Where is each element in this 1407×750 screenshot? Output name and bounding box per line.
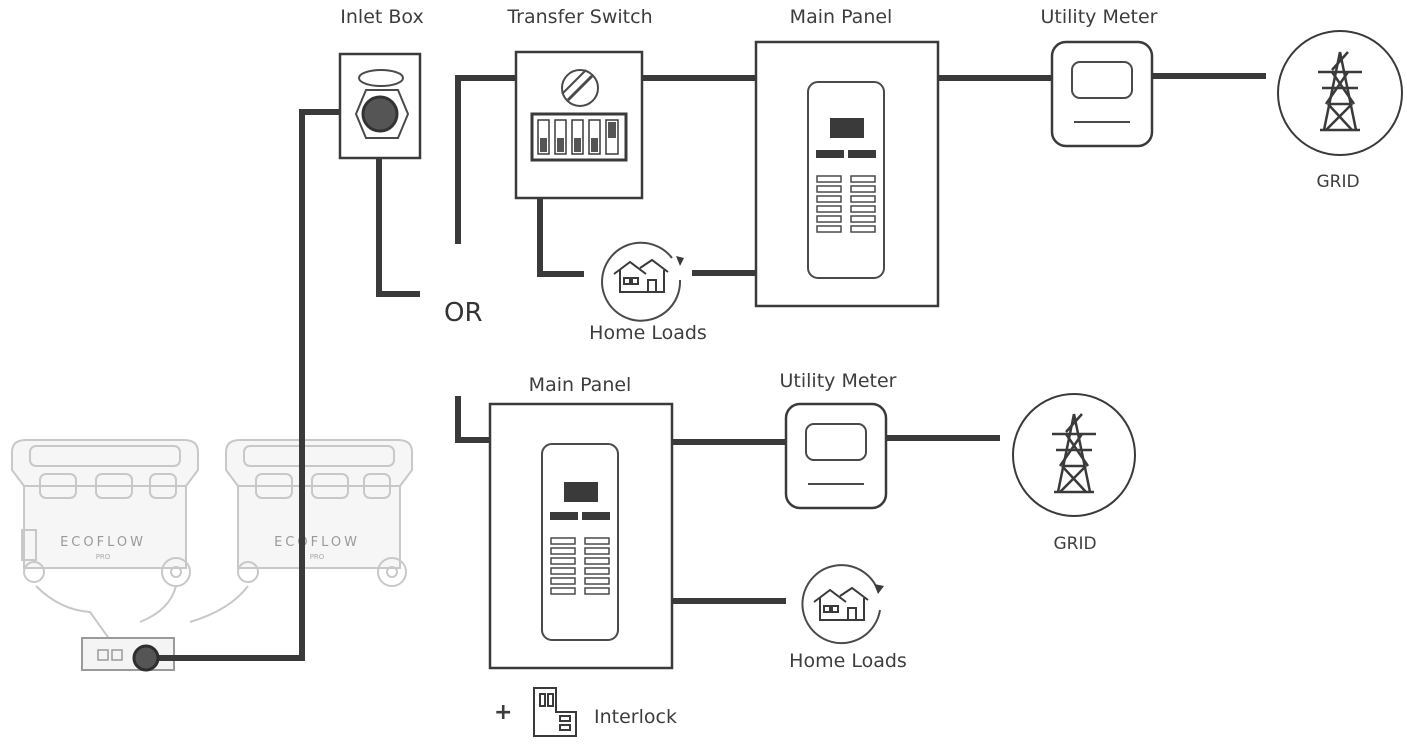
main-panel-top (754, 40, 940, 308)
grid-top-label: GRID (1316, 172, 1360, 192)
power-station-left-logo: ECOFLOW (60, 535, 146, 550)
utility-meter-top (1050, 40, 1154, 148)
power-station-right-badge: PRO (310, 553, 325, 561)
home-loads-top-label: Home Loads (589, 322, 707, 344)
utility-meter-bottom-label: Utility Meter (779, 370, 897, 392)
hub-socket (132, 644, 160, 672)
main-panel-top-label: Main Panel (789, 6, 893, 28)
power-station-right (189, 439, 413, 623)
utility-meter-bottom (784, 402, 888, 510)
meter-display-icon (1071, 61, 1133, 99)
utility-meter-top-label: Utility Meter (1040, 6, 1158, 28)
power-station-left (11, 439, 199, 641)
home-loads-top (601, 241, 684, 322)
or-label: OR (444, 298, 483, 328)
inlet-socket-icon (361, 95, 399, 133)
power-station-right-logo: ECOFLOW (274, 535, 360, 550)
power-station-left-badge: PRO (96, 553, 111, 561)
plus-sign: + (494, 700, 513, 725)
home-loads-bottom (801, 564, 884, 645)
house-icon (613, 258, 669, 293)
transmission-tower-icon (1318, 51, 1362, 132)
wires (146, 73, 1266, 661)
panel-screen-icon (830, 118, 864, 138)
interlock-label: Interlock (594, 706, 677, 728)
interlock-icon (533, 687, 577, 737)
dial-icon (561, 69, 599, 107)
inlet-box-label: Inlet Box (340, 6, 424, 28)
power-hub (81, 637, 175, 671)
breaker-switches-icon (530, 112, 628, 162)
home-loads-bottom-label: Home Loads (789, 650, 907, 672)
grid-top (1277, 30, 1403, 156)
main-panel-bottom (488, 402, 674, 670)
transfer-switch-label: Transfer Switch (507, 6, 653, 28)
grid-bottom-label: GRID (1053, 534, 1097, 554)
main-panel-bottom-label: Main Panel (528, 374, 632, 396)
grid-bottom (1012, 393, 1136, 517)
